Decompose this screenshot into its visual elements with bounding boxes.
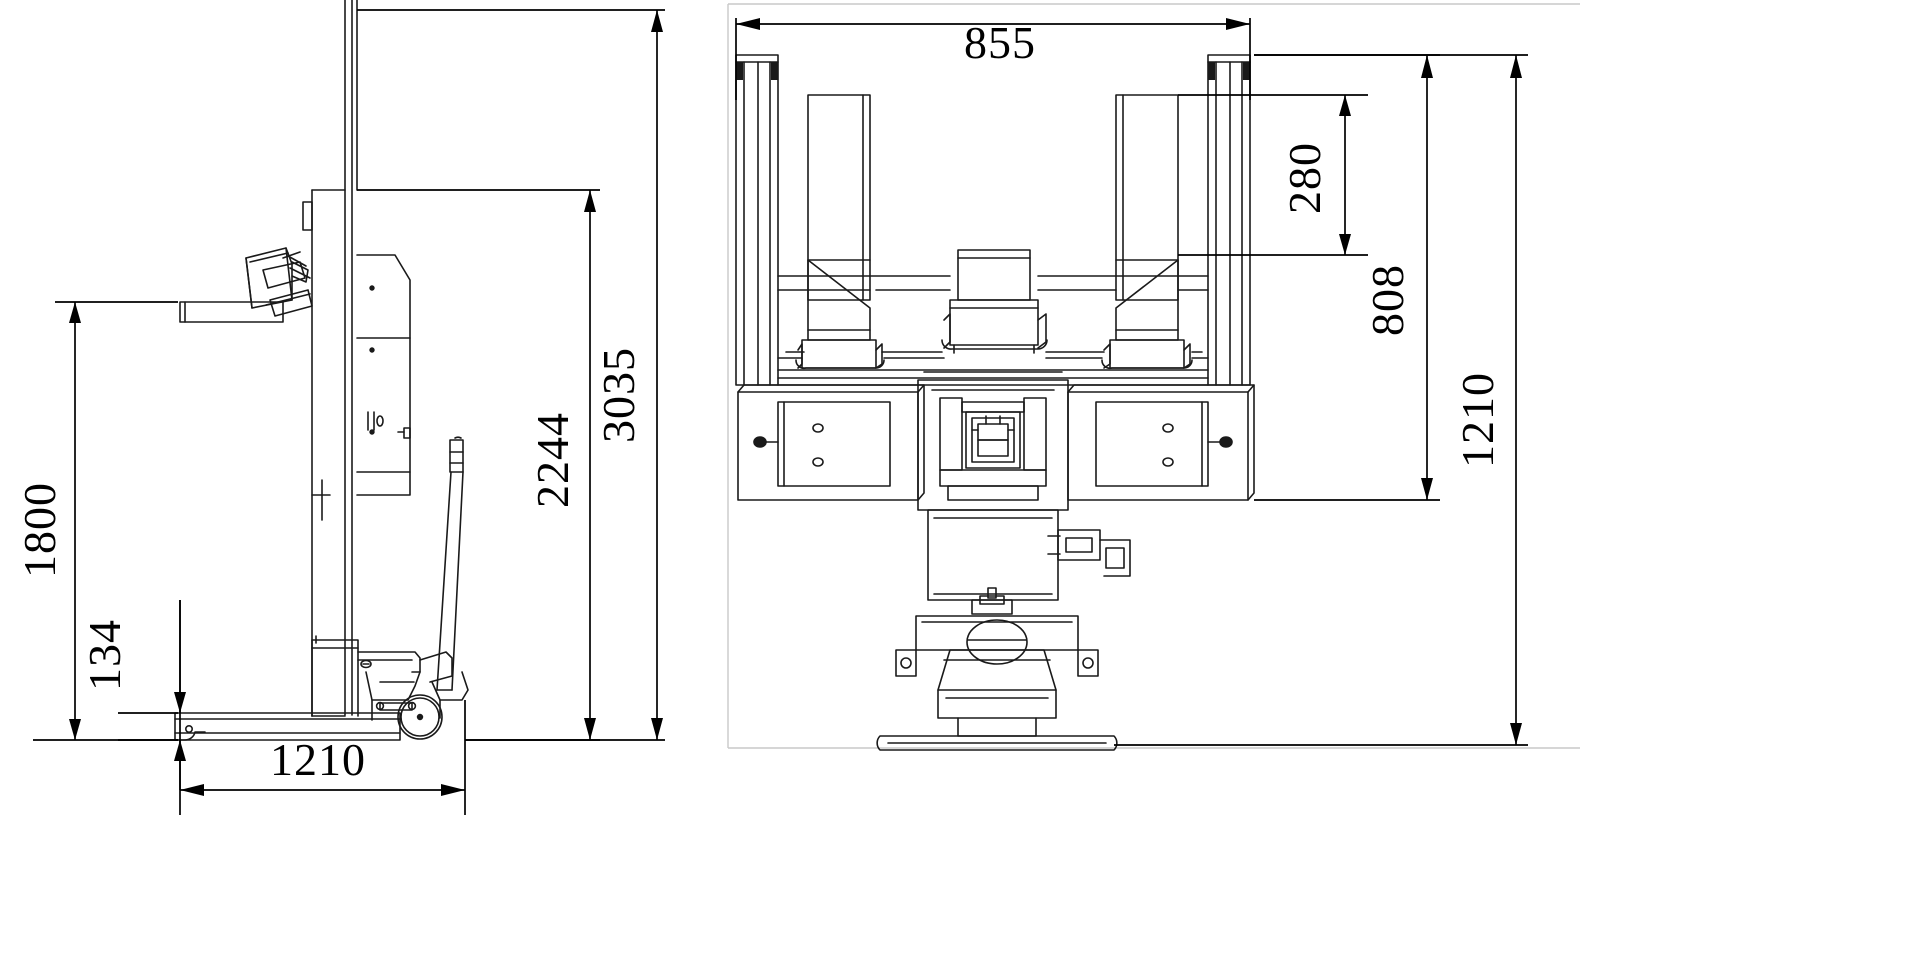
dim-label-2244: 2244 — [527, 412, 578, 508]
chassis-right — [1067, 384, 1255, 501]
tiller-arm — [436, 436, 464, 691]
drive-unit — [357, 651, 469, 721]
base-lower-section — [927, 509, 1131, 615]
fork-carriage-assembly — [179, 247, 313, 323]
left-dimension-lines — [33, 9, 665, 815]
mast-assembly — [344, 0, 358, 716]
right-dimension-lines — [735, 18, 1528, 746]
dim-3035 — [357, 9, 665, 741]
dim-1210-base — [179, 700, 466, 815]
clamp-arm-right — [1101, 94, 1193, 370]
dim-label-1210-front: 1210 — [1452, 372, 1503, 468]
clamp-arm-left — [795, 94, 885, 370]
base-forks — [174, 712, 401, 741]
machine-body-panel — [356, 254, 411, 496]
centre-head-unit — [941, 249, 1048, 354]
mast-outer-frame — [302, 189, 346, 717]
dim-label-134: 134 — [79, 619, 130, 691]
lower-body — [311, 479, 359, 717]
side-view-panel: 1800 134 2244 3035 1210 — [0, 0, 690, 975]
dim-855 — [735, 18, 1251, 100]
dim-label-808: 808 — [1362, 264, 1413, 336]
front-view-panel: 855 280 808 1210 — [700, 0, 1920, 975]
centre-lift-column — [917, 371, 1069, 511]
dim-label-855: 855 — [964, 17, 1036, 68]
mast-rails — [735, 54, 1251, 386]
sheet-border — [727, 3, 1580, 749]
front-view-svg: 855 280 808 1210 — [727, 3, 1580, 751]
dim-label-280: 280 — [1279, 142, 1330, 214]
castor-assembly — [876, 615, 1118, 751]
dim-280 — [1178, 94, 1368, 256]
side-view-svg: 1800 134 2244 3035 1210 — [14, 0, 665, 815]
dim-label-1800: 1800 — [14, 482, 65, 578]
dim-label-3035: 3035 — [593, 347, 644, 443]
chassis-left — [737, 384, 925, 501]
drive-wheel — [397, 694, 443, 740]
dim-1210-front — [1114, 54, 1528, 746]
dim-label-1210-base: 1210 — [270, 734, 366, 785]
